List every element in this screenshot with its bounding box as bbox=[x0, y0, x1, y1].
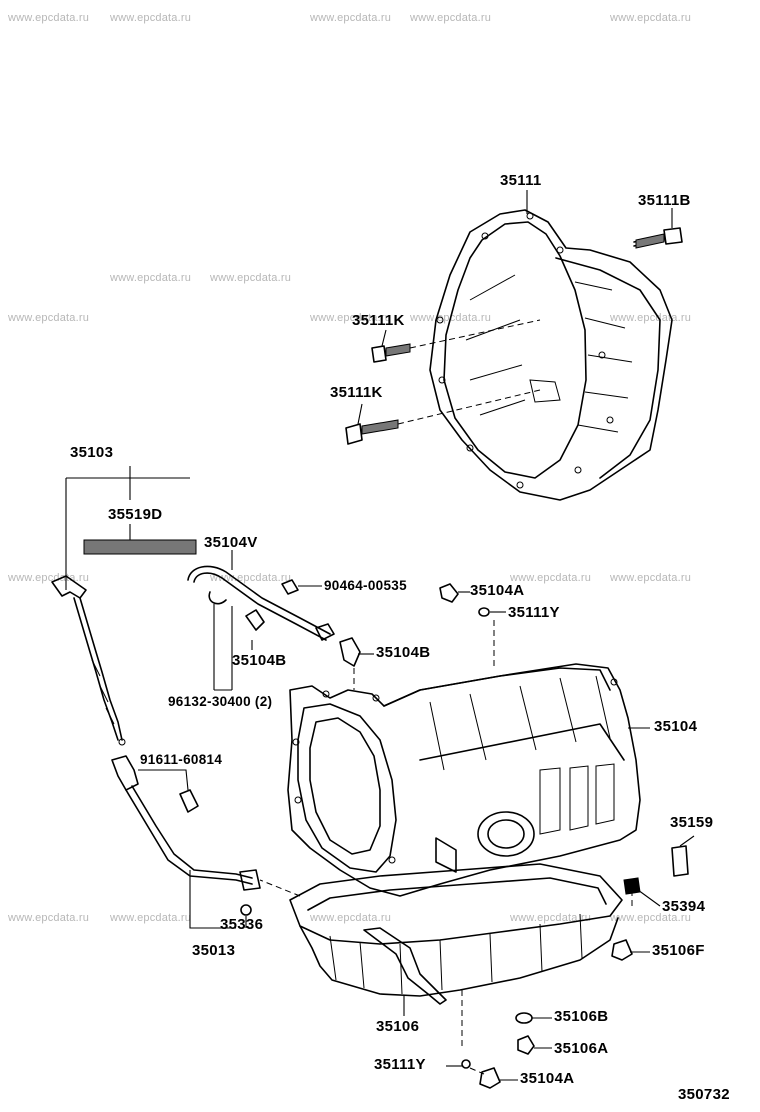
label-35111: 35111 bbox=[500, 172, 542, 189]
label-35106: 35106 bbox=[376, 1018, 420, 1035]
bell-housing bbox=[429, 190, 673, 501]
label-35106B: 35106B bbox=[554, 1008, 609, 1025]
label-35104V: 35104V bbox=[204, 534, 258, 551]
watermark: www.epcdata.ru bbox=[610, 912, 692, 924]
label-35111B: 35111B bbox=[638, 192, 691, 209]
label-35104: 35104 bbox=[654, 718, 698, 735]
bolt-35111K-lower bbox=[345, 389, 541, 445]
label-35394: 35394 bbox=[662, 898, 706, 915]
watermark: www.epcdata.ru bbox=[210, 272, 292, 284]
tube-bracket bbox=[111, 755, 261, 929]
label-35111Y-bottom: 35111Y bbox=[374, 1056, 426, 1073]
label-35104B-right: 35104B bbox=[376, 644, 431, 661]
watermark: www.epcdata.ru bbox=[8, 912, 90, 924]
right-small-parts bbox=[446, 835, 695, 1089]
label-35104B-left: 35104B bbox=[232, 652, 287, 669]
small-fittings-top bbox=[281, 579, 506, 668]
label-96132-30400: 96132-30400 (2) bbox=[168, 694, 273, 709]
label-35111Y-top: 35111Y bbox=[508, 604, 560, 621]
bolt-35111B bbox=[633, 208, 683, 249]
label-35103: 35103 bbox=[70, 444, 114, 461]
breather-hose bbox=[187, 550, 374, 691]
watermark: www.epcdata.ru bbox=[8, 572, 90, 584]
label-35336: 35336 bbox=[220, 916, 264, 933]
oil-pan bbox=[259, 863, 633, 1050]
transmission-case bbox=[287, 663, 650, 897]
label-35104A-bottom: 35104A bbox=[520, 1070, 575, 1087]
label-35111K-upper: 35111K bbox=[352, 312, 405, 329]
watermark: www.epcdata.ru bbox=[610, 12, 692, 24]
watermark: www.epcdata.ru bbox=[310, 912, 392, 924]
watermark: www.epcdata.ru bbox=[110, 272, 192, 284]
dipstick-group bbox=[51, 466, 197, 746]
label-90464-00535: 90464-00535 bbox=[324, 578, 407, 593]
label-35159: 35159 bbox=[670, 814, 714, 831]
watermark: www.epcdata.ru bbox=[610, 572, 692, 584]
label-91611-60814: 91611-60814 bbox=[140, 752, 223, 767]
label-35104A-top: 35104A bbox=[470, 582, 525, 599]
watermark: www.epcdata.ru bbox=[510, 912, 592, 924]
watermark: www.epcdata.ru bbox=[8, 12, 90, 24]
figure-number: 350732 bbox=[678, 1086, 730, 1103]
watermark: www.epcdata.ru bbox=[510, 572, 592, 584]
watermark: www.epcdata.ru bbox=[110, 912, 192, 924]
label-35519D: 35519D bbox=[108, 506, 163, 523]
label-35111K-lower: 35111K bbox=[330, 384, 383, 401]
label-35106F: 35106F bbox=[652, 942, 705, 959]
label-35013: 35013 bbox=[192, 942, 236, 959]
watermark: www.epcdata.ru bbox=[110, 12, 192, 24]
watermark: www.epcdata.ru bbox=[8, 312, 90, 324]
label-35106A: 35106A bbox=[554, 1040, 609, 1057]
watermark: www.epcdata.ru bbox=[310, 12, 392, 24]
bolt-35111K-upper bbox=[371, 319, 541, 363]
watermark: www.epcdata.ru bbox=[410, 12, 492, 24]
watermark: www.epcdata.ru bbox=[310, 312, 392, 324]
